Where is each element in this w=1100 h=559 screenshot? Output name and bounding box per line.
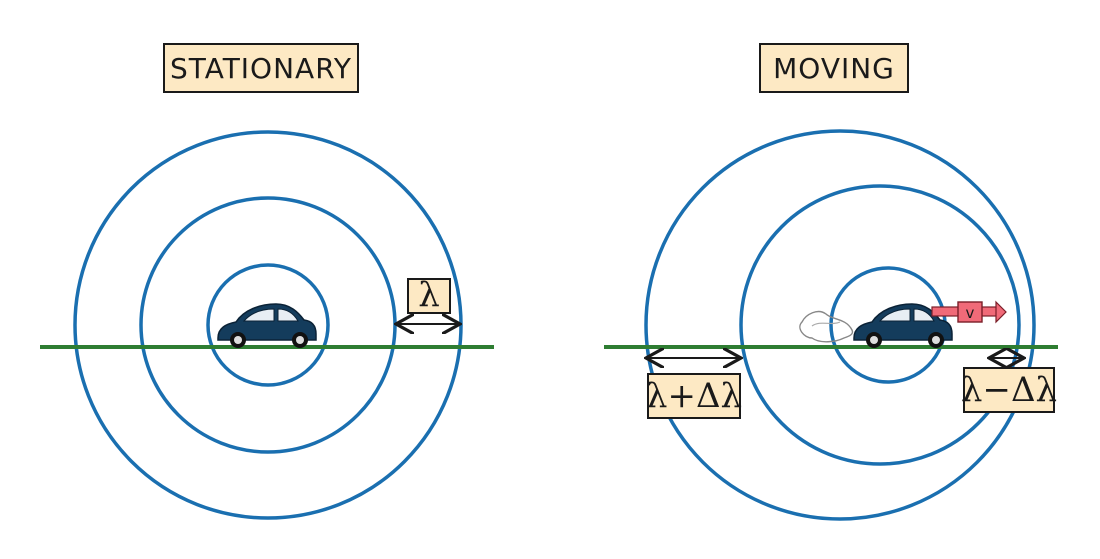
velocity-arrow: v (931, 300, 1007, 324)
stationary-car-icon (217, 303, 317, 349)
stationary-wavelength-box: λ (407, 275, 451, 315)
moving-wavefront-outer (644, 129, 1036, 521)
moving-title-box: MOVING (759, 43, 909, 93)
ahead-wavelength-label: λ−Δλ (961, 370, 1057, 410)
stationary-panel: STATIONARY λ (40, 43, 494, 520)
moving-title: MOVING (773, 52, 895, 85)
stationary-wavefront-inner (206, 263, 330, 387)
exhaust-smoke-icon (799, 310, 854, 343)
moving-panel: MOVING v λ+Δλ λ−Δλ (604, 43, 1058, 521)
velocity-label: v (966, 304, 975, 322)
moving-wavefront-middle (739, 184, 1021, 466)
ahead-wavelength-box: λ−Δλ (961, 367, 1057, 413)
stationary-wavelength-label: λ (418, 275, 440, 315)
moving-wavefronts (644, 129, 1036, 521)
behind-wavelength-label: λ+Δλ (646, 376, 742, 416)
stationary-title-box: STATIONARY (163, 43, 359, 93)
stationary-title: STATIONARY (170, 52, 352, 85)
behind-wavelength-box: λ+Δλ (646, 373, 742, 419)
